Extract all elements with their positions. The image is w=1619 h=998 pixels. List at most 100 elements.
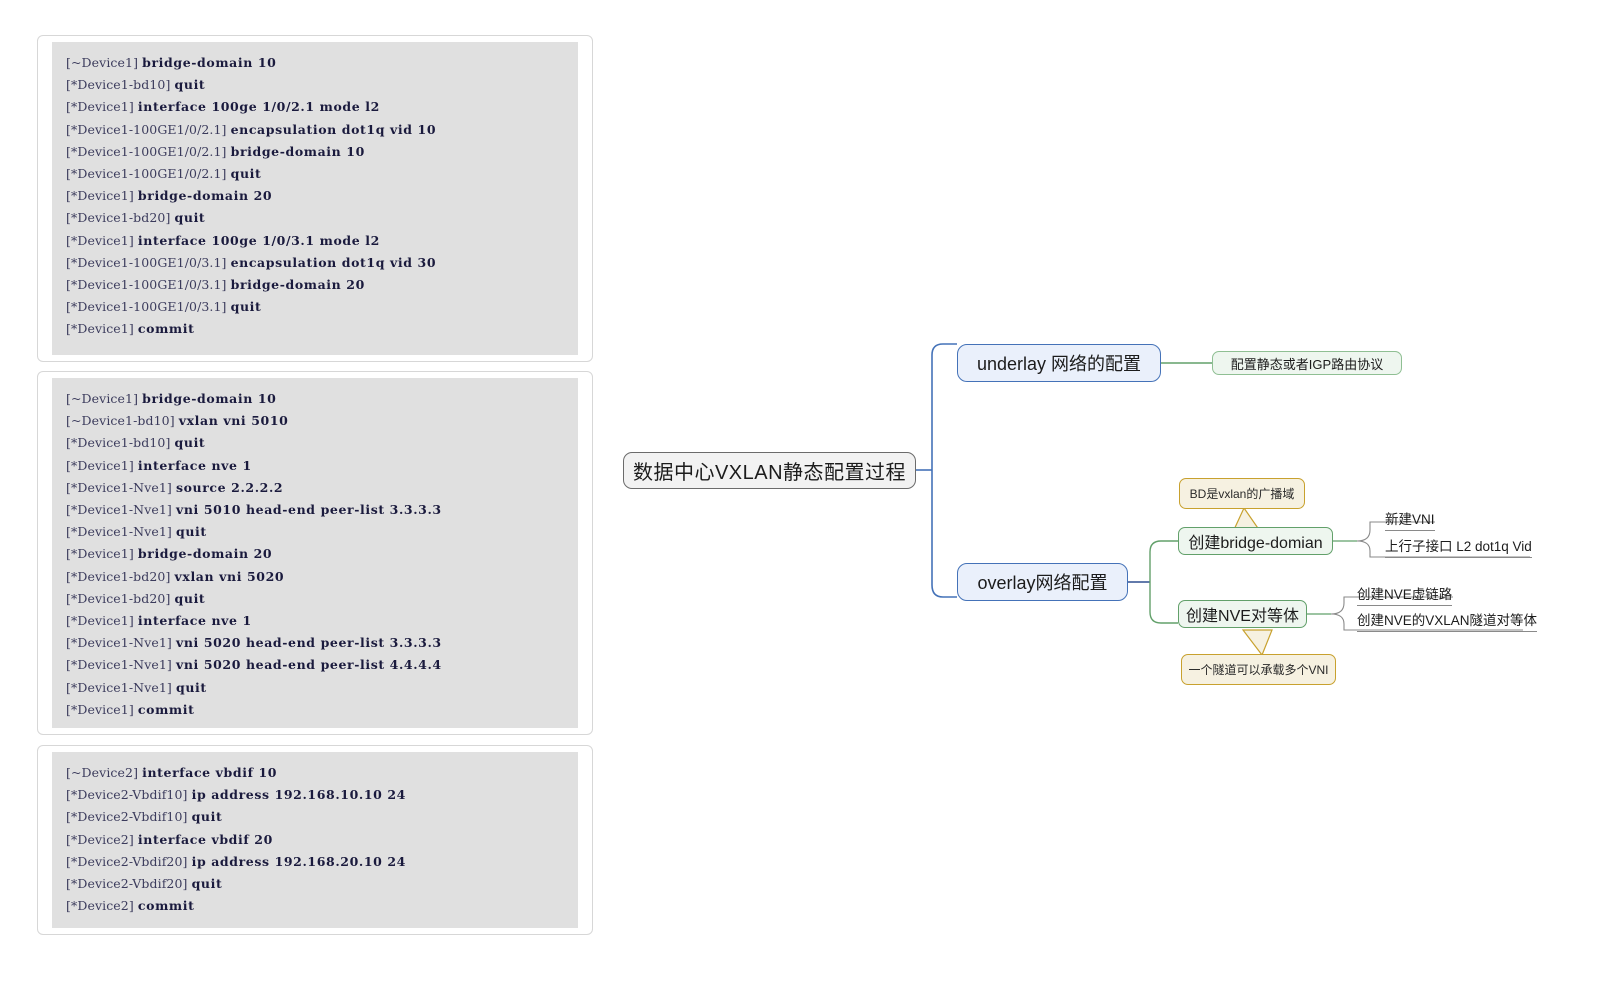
code-line-prompt: [~Device1] bbox=[66, 391, 143, 406]
code-line-prompt: [*Device1-bd20] bbox=[66, 210, 175, 226]
code-line: [~Device1-bd10] vxlan vni 5010 bbox=[66, 410, 578, 432]
mindmap-root-node[interactable]: 数据中心VXLAN静态配置过程 bbox=[623, 452, 916, 489]
code-line-prompt: [*Device1-Nve1] bbox=[66, 679, 176, 695]
mindmap-node-overlay[interactable]: overlay网络配置 bbox=[957, 563, 1128, 601]
code-line-prompt: [*Device1-bd20] bbox=[66, 568, 175, 584]
code-line-command: quit bbox=[230, 166, 262, 182]
code-line-command: commit bbox=[137, 701, 195, 717]
code-line-command: vni 5010 head-end peer-list 3.3.3.3 bbox=[175, 502, 442, 518]
code-line-command: commit bbox=[137, 898, 195, 914]
code-line: [*Device1-Nve1] vni 5020 head-end peer-l… bbox=[66, 632, 578, 654]
mindmap-node-create-bridge-domain[interactable]: 创建bridge-domian bbox=[1178, 527, 1333, 555]
code-line-command: quit bbox=[174, 77, 206, 93]
code-line-command: quit bbox=[175, 679, 207, 695]
code-line-prompt: [*Device1-bd20] bbox=[66, 590, 175, 606]
code-line: [*Device1] bridge-domain 20 bbox=[66, 185, 578, 207]
code-line: [*Device1-100GE1/0/3.1] encapsulation do… bbox=[66, 252, 578, 274]
code-line-command: vxlan vni 5020 bbox=[174, 568, 285, 584]
code-line-prompt: [*Device1] bbox=[66, 546, 138, 562]
code-line-command: bridge-domain 20 bbox=[137, 188, 273, 204]
code-line-prompt: [*Device2-Vbdif10] bbox=[66, 787, 192, 803]
code-line: [*Device1-Nve1] source 2.2.2.2 bbox=[66, 477, 578, 499]
code-line-command: interface 100ge 1/0/3.1 mode l2 bbox=[137, 232, 380, 248]
code-line-prompt: [*Device2-Vbdif10] bbox=[66, 809, 192, 825]
code-line: [*Device2-Vbdif10] ip address 192.168.10… bbox=[66, 784, 578, 806]
mindmap-node-overlay-label: overlay网络配置 bbox=[977, 573, 1108, 593]
mindmap-node-underlay-label: underlay 网络的配置 bbox=[976, 354, 1142, 374]
code-line-prompt: [*Device1] bbox=[66, 613, 138, 629]
code-line: [*Device1] commit bbox=[66, 699, 578, 721]
code-line-command: quit bbox=[230, 299, 262, 315]
mindmap-node-underlay[interactable]: underlay 网络的配置 bbox=[957, 344, 1161, 382]
code-line: [*Device2-Vbdif20] quit bbox=[66, 873, 578, 895]
code-line-prompt: [*Device1-Nve1] bbox=[66, 479, 176, 495]
code-line-prompt: [*Device1] bbox=[66, 232, 138, 248]
code-line-prompt: [*Device1-bd10] bbox=[66, 435, 175, 451]
mindmap-leaf-nve-vxlan-tunnel-peer-label: 创建NVE的VXLAN隧道对等体 bbox=[1357, 613, 1538, 628]
code-line-prompt: [*Device2] bbox=[66, 831, 138, 847]
mindmap-leaf-uplink-subinterface[interactable]: 上行子接口 L2 dot1q Vid bbox=[1385, 535, 1532, 558]
code-line-prompt: [~Device1-bd10] bbox=[66, 413, 179, 429]
code-line-prompt: [*Device2] bbox=[66, 898, 138, 914]
code-line-command: quit bbox=[175, 524, 207, 540]
mindmap-leaf-nve-virtual-link[interactable]: 创建NVE虚链路 bbox=[1357, 583, 1453, 606]
code-line-command: encapsulation dot1q vid 10 bbox=[230, 121, 437, 137]
code-line-command: ip address 192.168.20.10 24 bbox=[191, 853, 406, 869]
mindmap-leaf-new-vni[interactable]: 新建VNI bbox=[1385, 508, 1435, 531]
mindmap-note-bd-broadcast-domain-label: BD是vxlan的广播域 bbox=[1189, 487, 1295, 501]
code-line: [*Device1-bd10] quit bbox=[66, 432, 578, 454]
mindmap-leaf-nve-vxlan-tunnel-peer[interactable]: 创建NVE的VXLAN隧道对等体 bbox=[1357, 609, 1538, 632]
code-line: [*Device1-bd20] quit bbox=[66, 588, 578, 610]
code-line-command: bridge-domain 10 bbox=[142, 391, 277, 406]
code-line: [*Device1] interface 100ge 1/0/2.1 mode … bbox=[66, 96, 578, 118]
code-block-body: [~Device1] bridge-domain 10 [~Device1-bd1… bbox=[52, 378, 578, 728]
code-line: [*Device1-bd20] quit bbox=[66, 207, 578, 229]
code-line-prompt: [*Device1-Nve1] bbox=[66, 635, 176, 651]
code-line-command: bridge-domain 10 bbox=[142, 55, 277, 70]
mindmap-leaf-new-vni-label: 新建VNI bbox=[1385, 512, 1435, 527]
mindmap-node-underlay-routing[interactable]: 配置静态或者IGP路由协议 bbox=[1212, 351, 1402, 375]
code-line: [*Device1-bd10] quit bbox=[66, 74, 578, 96]
code-line-command: source 2.2.2.2 bbox=[175, 479, 284, 495]
mindmap-leaf-uplink-subinterface-label: 上行子接口 L2 dot1q Vid bbox=[1385, 539, 1532, 554]
code-line-command: quit bbox=[174, 210, 206, 226]
code-line-prompt: [*Device1-100GE1/0/2.1] bbox=[66, 121, 231, 137]
code-line: [~Device2] interface vbdif 10 bbox=[66, 762, 578, 784]
code-line-prompt: [*Device1-100GE1/0/3.1] bbox=[66, 254, 231, 270]
code-line-prompt: [*Device1-Nve1] bbox=[66, 657, 176, 673]
code-line-command: encapsulation dot1q vid 30 bbox=[230, 254, 437, 270]
mindmap-note-bd-broadcast-domain: BD是vxlan的广播域 bbox=[1179, 478, 1305, 509]
code-line-prompt: [*Device1-100GE1/0/3.1] bbox=[66, 277, 231, 293]
mindmap-note-tunnel-multi-vni: 一个隧道可以承载多个VNI bbox=[1181, 654, 1336, 685]
code-line: [*Device1] interface nve 1 bbox=[66, 455, 578, 477]
code-line: [*Device2] interface vbdif 20 bbox=[66, 829, 578, 851]
code-line-command: interface 100ge 1/0/2.1 mode l2 bbox=[137, 99, 380, 115]
code-line-command: interface vbdif 20 bbox=[137, 831, 273, 847]
code-card-device2-vbdif: [~Device2] interface vbdif 10[*Device2-V… bbox=[37, 745, 593, 935]
code-line-prompt: [*Device1] bbox=[66, 701, 138, 717]
code-line-prompt: [*Device1-100GE1/0/3.1] bbox=[66, 299, 231, 315]
code-line-prompt: [~Device2] bbox=[66, 765, 143, 780]
mindmap-leaf-nve-virtual-link-label: 创建NVE虚链路 bbox=[1357, 587, 1453, 602]
mindmap-root-label: 数据中心VXLAN静态配置过程 bbox=[632, 462, 907, 484]
code-line-command: bridge-domain 10 bbox=[230, 143, 365, 159]
code-line-command: bridge-domain 20 bbox=[137, 546, 273, 562]
mindmap-node-create-nve-peer[interactable]: 创建NVE对等体 bbox=[1178, 600, 1307, 628]
code-card-device1-bridge-domain: [~Device1] bridge-domain 10 [*Device1-bd1… bbox=[37, 35, 593, 362]
code-line-command: bridge-domain 20 bbox=[230, 277, 365, 293]
code-line-command: quit bbox=[191, 809, 223, 825]
code-line-command: interface vbdif 10 bbox=[142, 765, 278, 780]
code-line: [*Device1-Nve1] vni 5010 head-end peer-l… bbox=[66, 499, 578, 521]
code-line: [*Device1-100GE1/0/2.1] encapsulation do… bbox=[66, 119, 578, 141]
mindmap-node-underlay-routing-label: 配置静态或者IGP路由协议 bbox=[1230, 356, 1384, 372]
code-line: [*Device1] interface nve 1 bbox=[66, 610, 578, 632]
code-line-prompt: [*Device1] bbox=[66, 188, 138, 204]
code-line: [*Device2-Vbdif10] quit bbox=[66, 806, 578, 828]
code-line-prompt: [*Device1] bbox=[66, 99, 138, 115]
code-line-command: vni 5020 head-end peer-list 4.4.4.4 bbox=[175, 657, 442, 673]
code-line-prompt: [*Device2-Vbdif20] bbox=[66, 853, 192, 869]
code-line-prompt: [~Device1] bbox=[66, 55, 143, 70]
code-line-prompt: [*Device2-Vbdif20] bbox=[66, 876, 192, 892]
code-block-body: [~Device2] interface vbdif 10[*Device2-V… bbox=[52, 752, 578, 928]
mindmap-node-create-nve-peer-label: 创建NVE对等体 bbox=[1186, 608, 1299, 625]
